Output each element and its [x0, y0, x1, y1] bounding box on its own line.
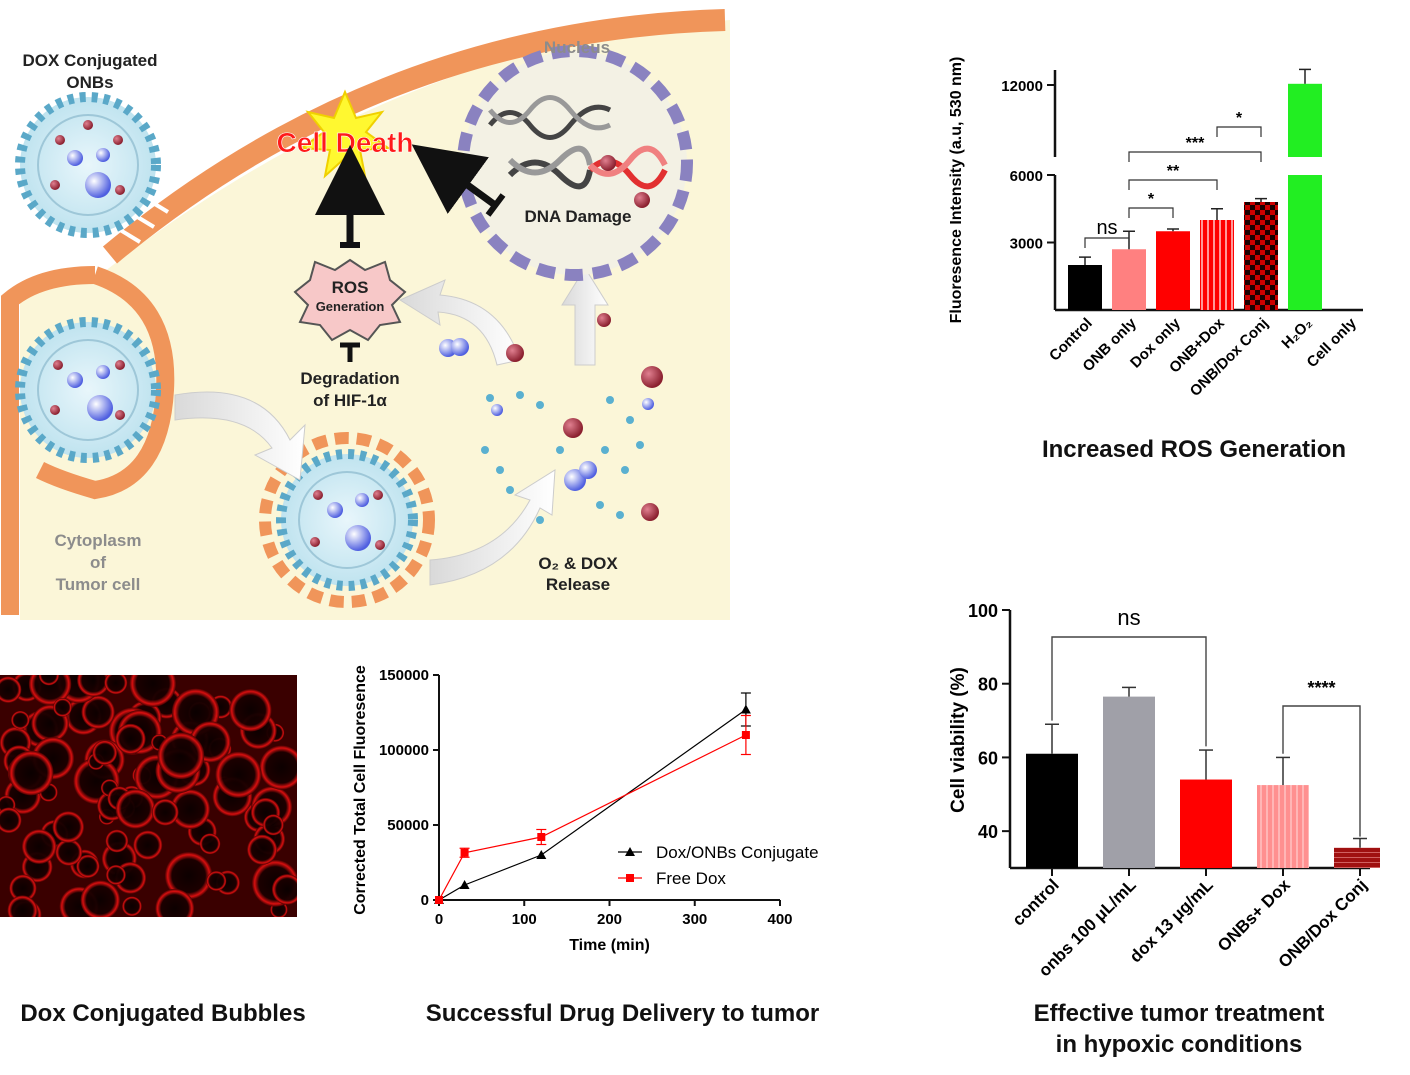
viab-y-axis-label: Cell viability (%) [948, 667, 969, 813]
ros-x-tick-label: H₂O₂ [1278, 315, 1315, 352]
ros-bar [1112, 249, 1146, 310]
line-y-tick-label: 100000 [379, 742, 429, 759]
line-y-tick-label: 0 [421, 892, 429, 909]
ros-y-tick-label: 3000 [1010, 236, 1043, 253]
line-x-axis-label: Time (min) [569, 937, 650, 954]
line-y-tick-label: 150000 [379, 667, 429, 684]
viab-y-tick-label: 100 [968, 601, 998, 621]
uptake-arrow [174, 391, 306, 481]
viab-bar [1180, 779, 1232, 868]
viab-bar [1026, 753, 1078, 868]
release-arrow [429, 469, 556, 586]
legend-label: Free Dox [656, 869, 726, 888]
line-point [435, 896, 443, 904]
release-sub-label: Release [546, 575, 610, 594]
degradation-sub-label: of HIF-1α [313, 391, 387, 410]
line-y-tick-label: 50000 [387, 817, 429, 834]
line-x-tick-label: 0 [435, 911, 443, 928]
ros-y-tick-label: 12000 [1001, 78, 1043, 95]
caption-treatment-line2: in hypoxic conditions [1055, 1031, 1303, 1058]
line-point [536, 850, 547, 859]
viab-x-tick-label: control [1009, 875, 1063, 929]
cytoplasm-sub-label: of [90, 553, 106, 572]
ros-x-tick-label: Cell only [1304, 314, 1361, 371]
ros-arrow [398, 279, 521, 366]
ros-bar [1200, 220, 1234, 310]
ros-y-axis-label: Fluoresence Intensity (a.u, 530 nm) [948, 57, 965, 324]
cytoplasm-sub-label2: Tumor cell [56, 575, 141, 594]
ros-significance-label: * [1236, 110, 1243, 127]
ros-significance-bracket [1084, 237, 1130, 248]
viab-y-tick-label: 80 [978, 675, 998, 695]
ros-x-tick-label: ONB/Dox Conj [1187, 315, 1272, 400]
viab-bar [1257, 785, 1309, 868]
line-point [741, 731, 750, 739]
viab-significance-bracket [1282, 705, 1361, 837]
caption-ros: Increased ROS Generation [1041, 436, 1347, 463]
viab-significance-bracket [1051, 636, 1207, 747]
onb-bubble-top [15, 92, 161, 238]
line-point [740, 704, 751, 714]
legend-marker [626, 874, 634, 882]
cytoplasm-label: Cytoplasm [55, 531, 142, 550]
cell-membrane [102, 9, 726, 264]
nucleus-label: Nucleus [544, 38, 610, 57]
ros-bar [1068, 265, 1102, 310]
ros-significance-label: * [1148, 191, 1155, 208]
caption-treatment-line1: Effective tumor treatment [1033, 1000, 1325, 1027]
nucleus-arrow [561, 267, 609, 366]
line-series [438, 709, 747, 901]
ros-burst [293, 258, 407, 342]
caption-delivery: Successful Drug Delivery to tumor [425, 1000, 820, 1027]
caption-bubbles: Dox Conjugated Bubbles [20, 1000, 306, 1027]
viab-significance-label: ns [1117, 605, 1140, 630]
legend-marker [625, 847, 635, 856]
line-x-tick-label: 200 [597, 911, 622, 928]
degradation-label: Degradation [300, 369, 399, 388]
onbs-label-line: DOX Conjugated [22, 51, 157, 70]
ros-significance-label: ns [1096, 217, 1117, 239]
cell-death-label: Cell Death [277, 127, 414, 158]
onb-bubble-entering [15, 317, 161, 463]
line-x-tick-label: 400 [767, 911, 792, 928]
line-point [537, 833, 546, 841]
svg-text:ONBs: ONBs [66, 73, 113, 92]
released-payload [439, 313, 663, 524]
ros-significance-bracket [1128, 151, 1262, 162]
bubbles-micrograph [0, 675, 297, 917]
viab-bar [1334, 847, 1380, 868]
ros-bar [1244, 202, 1278, 310]
viab-y-tick-label: 60 [978, 748, 998, 768]
viab-x-tick-label: ONBs+ Dox [1214, 875, 1294, 955]
line-x-tick-label: 300 [682, 911, 707, 928]
line-point [459, 880, 470, 889]
onb-endosome [259, 432, 435, 608]
ros-bar-chart: 3000 6000 12000 Fluoresence Intensity (a.u,… [948, 57, 1363, 400]
ros-significance-bracket [1128, 207, 1174, 218]
line-x-tick-label: 100 [512, 911, 537, 928]
ros-significance-label: *** [1186, 135, 1205, 152]
ros-significance-bracket [1128, 179, 1218, 190]
release-label: O₂ & DOX [538, 554, 618, 573]
legend-label: Dox/ONBs Conjugate [656, 843, 819, 862]
ros-label: ROS [332, 278, 369, 297]
line-series [438, 734, 747, 901]
ros-significance-bracket [1216, 126, 1262, 137]
viab-y-tick-label: 40 [978, 822, 998, 842]
nucleus [457, 45, 693, 281]
mechanism-schematic: DOX Conjugated ONBs [1, 9, 730, 620]
ros-bar [1156, 231, 1190, 310]
ros-bar-upper [1288, 83, 1322, 157]
line-point [460, 848, 469, 857]
line-y-axis-label: Corrected Total Cell Fluoresence [352, 665, 369, 915]
ros-significance-label: ** [1167, 163, 1180, 180]
viab-bar [1103, 696, 1155, 868]
dna-damage-label: DNA Damage [524, 207, 631, 226]
ros-bar [1288, 175, 1322, 310]
viab-significance-label: **** [1307, 678, 1335, 698]
ros-sub-label: Generation [316, 299, 385, 314]
ros-y-tick-label: 6000 [1010, 168, 1043, 185]
